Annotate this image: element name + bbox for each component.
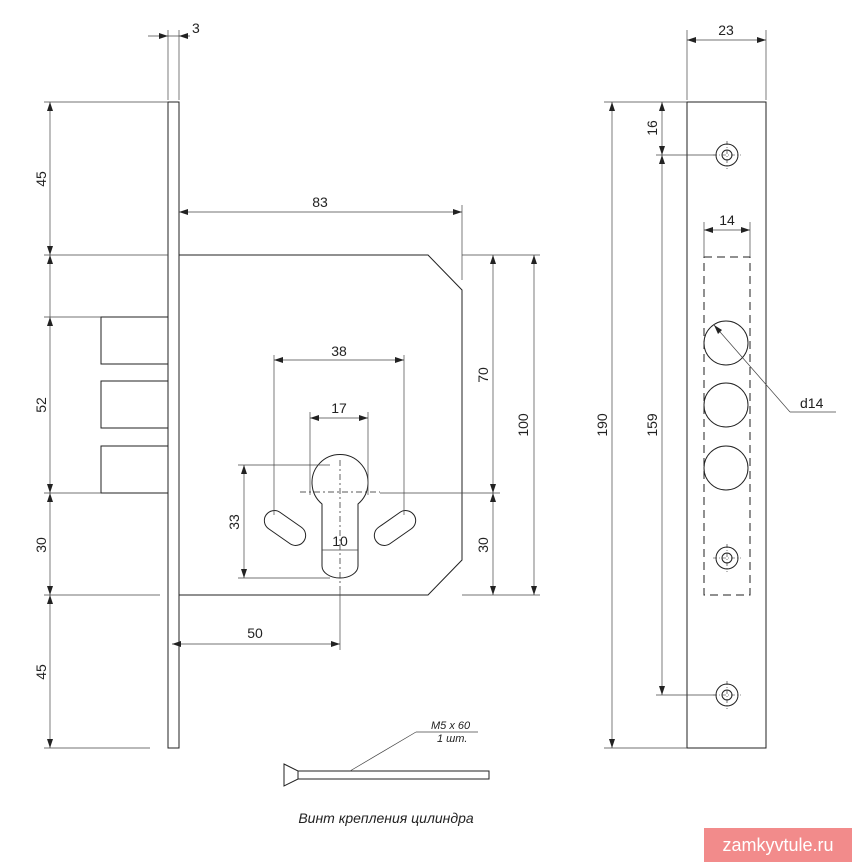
dim-bolt-zone: 52: [33, 397, 49, 413]
dim-top-offset-left: 45: [33, 171, 49, 187]
watermark: zamkyvtule.ru: [704, 828, 852, 862]
dim-cylinder-height: 33: [226, 514, 242, 530]
dim-screw-top-offset: 16: [644, 120, 660, 136]
dim-body-height: 100: [515, 413, 531, 437]
dim-cylinder-holes-spacing: 38: [331, 343, 347, 359]
dim-plate-width: 23: [718, 22, 734, 38]
bolt-hole-1: [703, 320, 749, 366]
body-outline-hidden: [703, 256, 751, 596]
dim-faceplate-thickness: 3: [192, 20, 200, 36]
bolt-3: [100, 445, 169, 494]
dim-bolt-to-axis: 30: [33, 537, 49, 553]
dim-bolt-slot-width: 14: [719, 212, 735, 228]
lock-body: [179, 254, 463, 596]
slot-left: [263, 510, 307, 546]
dim-bottom-offset-left: 45: [33, 664, 49, 680]
bolt-2: [100, 380, 169, 429]
bolt-1: [100, 316, 169, 365]
dim-plate-length: 190: [594, 413, 610, 437]
dim-bolt-diameter: d14: [800, 395, 824, 411]
screw-qty: 1 шт.: [437, 733, 467, 745]
dim-body-depth: 83: [312, 194, 328, 210]
slot-right: [373, 510, 417, 546]
dim-cylinder-lower-width: 10: [332, 533, 348, 549]
bolt-hole-2: [703, 382, 749, 428]
bolt-hole-3: [703, 445, 749, 491]
screw-spec: M5 x 60: [431, 720, 471, 732]
screw-caption: Винт крепления цилиндра: [298, 810, 474, 826]
dim-cylinder-width: 17: [331, 400, 347, 416]
dim-lower-height: 30: [475, 537, 491, 553]
screw-drawing: [283, 763, 490, 787]
faceplate-front: [686, 101, 767, 749]
dim-backset: 50: [247, 625, 263, 641]
dim-upper-height: 70: [475, 367, 491, 383]
faceplate-side: [167, 101, 180, 749]
dim-screw-spacing: 159: [644, 413, 660, 437]
